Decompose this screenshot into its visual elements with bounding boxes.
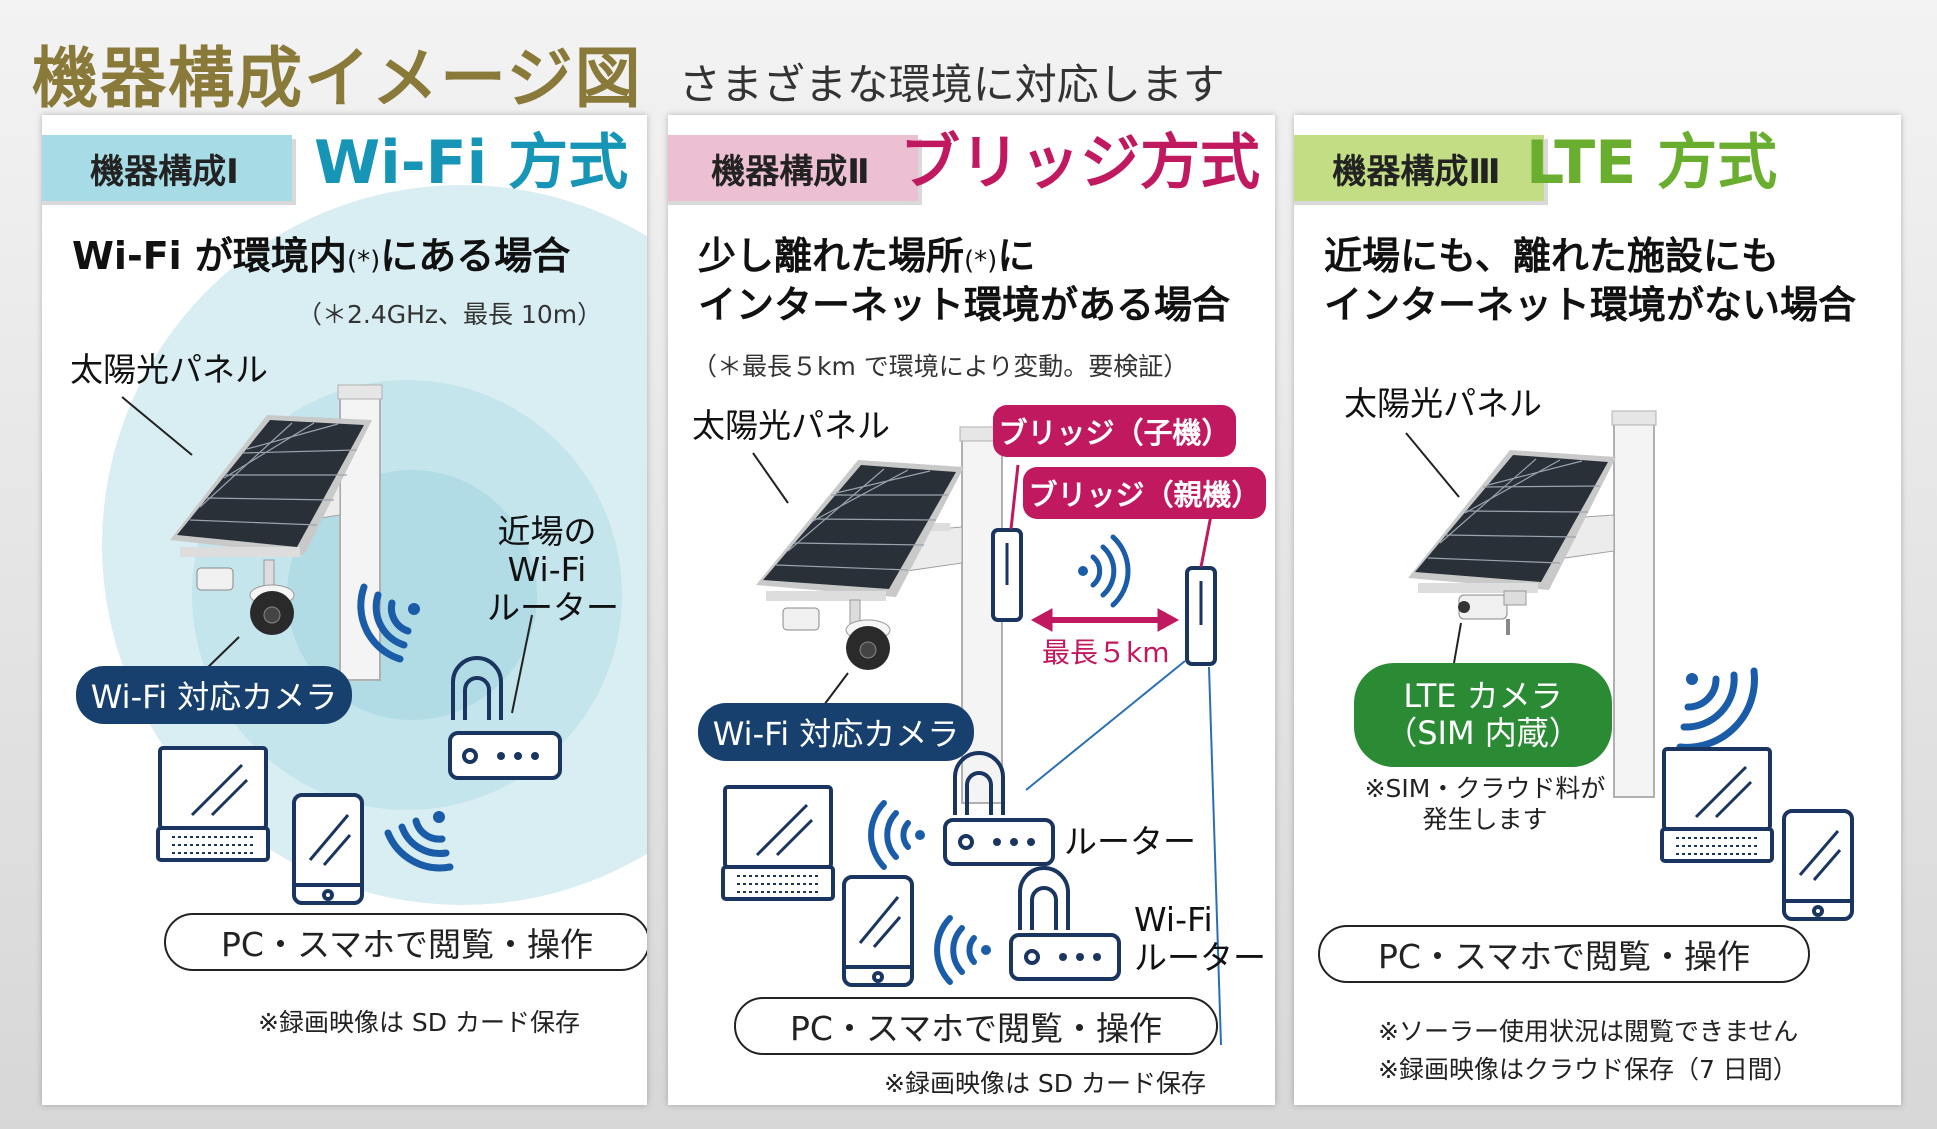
view-operate-label: PC・スマホで閲覧・操作 <box>734 997 1218 1055</box>
router-icon <box>448 656 562 780</box>
panel-lte: 機器構成Ⅲ LTE 方式 近場にも、離れた施設にも インターネット環境がない場合… <box>1294 115 1901 1105</box>
ptz-camera-icon <box>196 559 295 635</box>
condition-text: Wi-Fi が環境内(*)にある場合 <box>72 234 571 278</box>
range-note: （＊2.4GHz、最長 10m） <box>297 300 603 329</box>
bullet-camera-icon <box>1458 590 1527 635</box>
smartphone-icon <box>842 875 914 987</box>
bridge-parent-icon <box>1185 566 1217 666</box>
wifi-signal-icon <box>1676 667 1758 751</box>
page-header: 機器構成イメージ図 さまざまな環境に対応します <box>32 22 1225 112</box>
wifi-signal-icon <box>868 800 925 870</box>
camera-label-pill: Wi-Fi 対応カメラ <box>698 703 974 761</box>
method-title: LTE 方式 <box>1526 128 1778 198</box>
bridge-parent-label: ブリッジ（親機） <box>1023 467 1266 519</box>
pc-icon <box>1660 747 1774 863</box>
lte-camera-pill: LTE カメラ （SIM 内蔵） <box>1354 663 1612 767</box>
solar-panel-label: 太陽光パネル <box>70 350 268 389</box>
panel-bridge: 機器構成Ⅱ ブリッジ方式 少し離れた場所(*)に インターネット環境がある場合 … <box>668 115 1275 1105</box>
footnote: ※録画映像は SD カード保存 <box>884 1069 1206 1098</box>
view-operate-label: PC・スマホで閲覧・操作 <box>1318 925 1810 983</box>
smartphone-icon <box>1782 809 1854 921</box>
solar-panel-label: 太陽光パネル <box>1344 384 1542 423</box>
wifi-router-label: Wi-Fi ルーター <box>1134 900 1266 977</box>
nearby-router-label: 近場の Wi-Fi ルーター <box>487 512 619 627</box>
page-title: 機器構成イメージ図 <box>32 40 643 117</box>
panel-wifi: 機器構成Ⅰ Wi-Fi 方式 Wi-Fi が環境内(*)にある場合 （＊2.4G… <box>42 115 647 1105</box>
solar-panel-icon <box>756 460 964 601</box>
solar-panel-label: 太陽光パネル <box>692 406 890 445</box>
bridge-diagram <box>721 426 1222 1046</box>
solar-panel-icon <box>1408 450 1616 593</box>
footnote: ※録画映像は SD カード保存 <box>258 1008 580 1037</box>
view-operate-label: PC・スマホで閲覧・操作 <box>164 913 647 971</box>
condition-text: 近場にも、離れた施設にも インターネット環境がない場合 <box>1324 234 1857 327</box>
pole-icon <box>887 426 1005 804</box>
pc-icon <box>156 746 270 862</box>
wifi-diagram <box>121 384 562 905</box>
page-subtitle: さまざまな環境に対応します <box>678 60 1225 109</box>
pc-icon <box>721 785 835 901</box>
method-title: Wi-Fi 方式 <box>314 128 629 198</box>
condition-text: 少し離れた場所(*)に インターネット環境がある場合 <box>698 234 1231 327</box>
method-title: ブリッジ方式 <box>900 128 1260 198</box>
smartphone-icon <box>292 793 364 905</box>
wifi-signal-icon <box>357 583 420 663</box>
bridge-child-icon <box>991 528 1023 622</box>
lte-diagram <box>1405 410 1854 921</box>
camera-label-pill: Wi-Fi 対応カメラ <box>76 666 352 724</box>
ptz-camera-icon <box>782 599 891 670</box>
wifi-signal-icon <box>934 915 991 985</box>
config-tag: 機器構成Ⅱ <box>668 135 918 201</box>
wifi-signal-icon <box>384 811 454 872</box>
config-tag: 機器構成Ⅲ <box>1294 135 1544 201</box>
footnotes: ※ソーラー使用状況は閲覧できません ※録画映像はクラウド保存（7 日間） <box>1378 1017 1799 1084</box>
router-label: ルーター <box>1064 822 1196 861</box>
solar-panel-icon <box>170 415 372 557</box>
range-note: （＊最長５km で環境により変動。要検証） <box>692 352 1189 381</box>
pole-icon <box>1538 410 1657 798</box>
wifi-signal-icon <box>1078 534 1131 608</box>
config-tag: 機器構成Ⅰ <box>42 135 292 201</box>
distance-label: 最長５km <box>1042 636 1170 669</box>
bridge-child-label: ブリッジ（子機） <box>993 405 1236 457</box>
sim-fee-note: ※SIM・クラウド料が 発生します <box>1364 774 1606 835</box>
distance-arrow-icon <box>1030 608 1180 632</box>
router-icon <box>943 751 1055 866</box>
wifi-router-icon <box>1009 866 1121 981</box>
